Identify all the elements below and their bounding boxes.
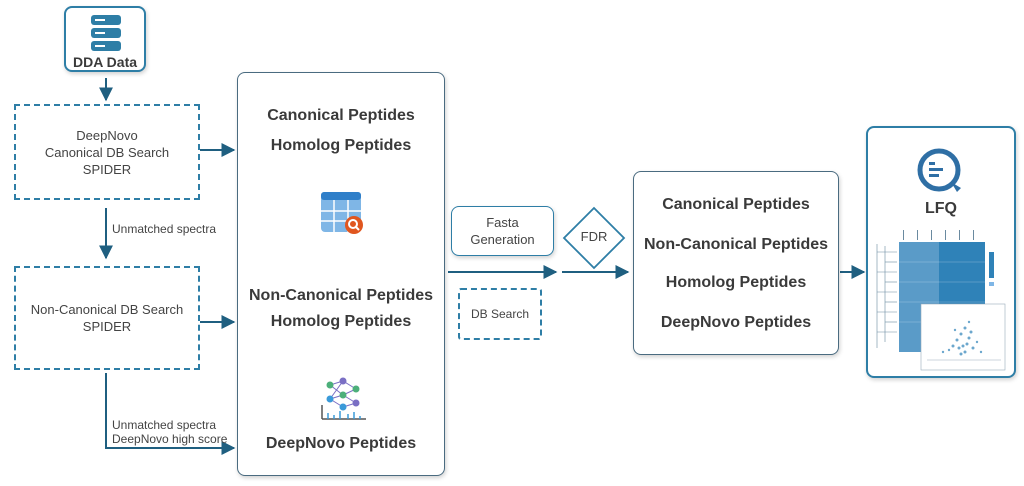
peptides-box: Canonical Peptides Homolog Peptides Non-…	[237, 72, 445, 476]
fasta-generation-box: Fasta Generation	[451, 206, 554, 256]
step2-search-box: Non-Canonical DB Search SPIDER	[14, 266, 200, 370]
middle-homolog-1: Homolog Peptides	[270, 137, 412, 154]
dda-data-box: DDA Data	[64, 6, 146, 72]
db-search-label: DB Search	[470, 307, 530, 321]
step1-line2: Canonical DB Search	[44, 144, 170, 160]
arrow-step2-to-deepnovo	[105, 373, 236, 455]
results-box: Canonical Peptides Non-Canonical Peptide…	[633, 171, 839, 355]
middle-deepnovo: DeepNovo Peptides	[265, 435, 417, 452]
middle-homolog-2: Homolog Peptides	[270, 313, 412, 330]
fasta-line2: Generation	[470, 232, 535, 247]
result-homolog: Homolog Peptides	[665, 274, 807, 291]
unmatched2-line1: Unmatched spectra	[112, 418, 217, 432]
dda-data-label: DDA Data	[72, 54, 138, 70]
database-icon	[91, 15, 121, 51]
lfq-box: LFQ	[866, 126, 1016, 378]
fasta-line1: Fasta	[486, 215, 519, 230]
result-canonical: Canonical Peptides	[662, 196, 810, 213]
unmatched2-line2: DeepNovo high score	[112, 432, 228, 446]
step2-line2: SPIDER	[82, 319, 132, 334]
unmatched-spectra-label-1: Unmatched spectra	[112, 222, 217, 236]
db-search-box: DB Search	[458, 288, 542, 340]
neural-network-icon	[321, 377, 366, 420]
lfq-logo-icon	[917, 148, 961, 192]
result-deepnovo: DeepNovo Peptides	[660, 314, 812, 331]
unmatched-spectra-label-2: Unmatched spectra DeepNovo high score	[112, 418, 227, 446]
step1-line3: SPIDER	[82, 161, 132, 177]
fdr-label: FDR	[580, 229, 608, 244]
lfq-label: LFQ	[925, 200, 957, 217]
middle-non-canonical: Non-Canonical Peptides	[248, 287, 434, 304]
fdr-diamond	[562, 206, 626, 270]
step1-search-box: DeepNovo Canonical DB Search SPIDER	[14, 104, 200, 200]
step2-line1: Non-Canonical DB Search	[30, 302, 184, 317]
result-non-canonical: Non-Canonical Peptides	[643, 236, 829, 253]
heatmap-thumbnail	[873, 222, 1011, 374]
step1-line1: DeepNovo	[76, 127, 138, 143]
table-search-icon	[321, 192, 363, 234]
middle-canonical: Canonical Peptides	[267, 107, 415, 124]
